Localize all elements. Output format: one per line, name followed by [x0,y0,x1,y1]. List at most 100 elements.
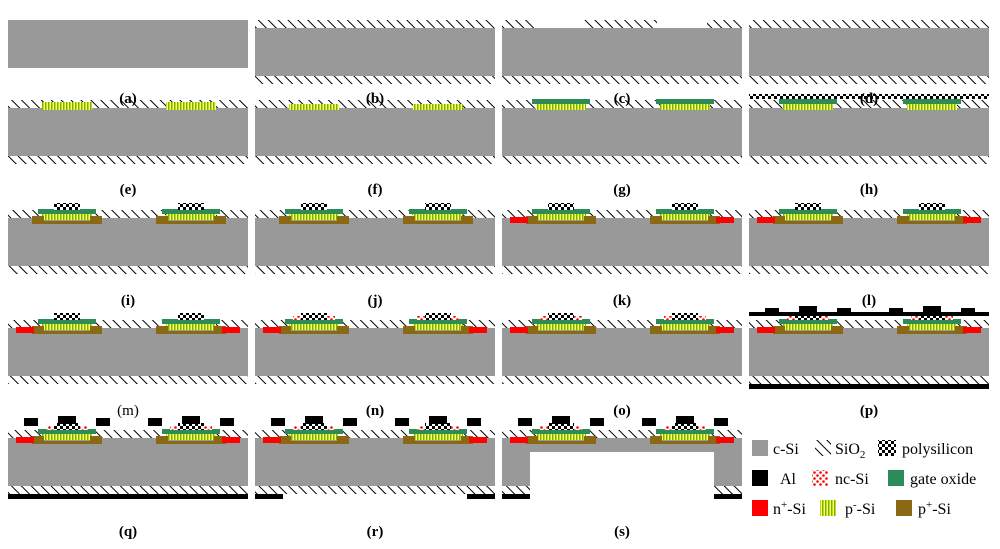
p-plus-region [584,216,596,221]
panel-label-d-open: ( [860,91,865,107]
legend-label-nplus-main: n [773,501,781,518]
p-plus-region [403,441,473,444]
n-plus-region [263,437,281,443]
nc-si-dots [204,426,212,430]
al-contact [714,418,728,426]
panel-label-e-letter: e [125,182,132,198]
panel-m [8,313,248,384]
gate-oxide-layer [656,319,714,324]
p-plus-region [279,326,291,331]
polysilicon-gate [548,203,574,210]
top-oxide-layer [255,320,495,328]
p-plus-region [337,216,349,221]
p-minus-region [907,214,957,220]
al-contact [642,418,656,426]
panel-label-h: (h) [860,182,878,198]
p-minus-region [536,214,586,220]
panel-label-q-open: ( [119,524,124,540]
nc-si-dots [293,316,301,320]
p-plus-region [32,326,44,331]
legend: c-Si SiO2 polysilicon Al nc-Si gate oxid… [752,440,976,518]
top-oxide-layer [749,210,989,218]
panel-label-c: (c) [614,91,631,107]
legend-label-pplus-sup: + [926,499,932,511]
panel-label-k: (k) [613,293,631,309]
panel-label-m-open: ( [117,403,122,419]
bottom-oxide-layer [8,156,248,164]
n-plus-region [963,217,981,223]
nc-si-dots [327,316,335,320]
p-plus-region [955,216,967,221]
polysilicon-gate [178,313,204,320]
p-plus-region [773,331,843,334]
panel-d [749,20,989,84]
gate-oxide-layer [532,319,590,324]
p-plus-region [897,216,909,221]
nc-si-dots [46,426,54,430]
c-si-substrate [255,218,495,266]
panel-label-j-letter: j [372,293,378,309]
p-plus-region [90,216,102,221]
n-plus-region [716,217,734,223]
panel-label-b-close: ) [379,91,384,107]
c-si-substrate [255,108,495,156]
p-plus-region [337,436,349,441]
gate-oxide-layer [409,209,467,214]
panel-label-q-close: ) [132,524,137,540]
legend-label-nplus-tail: -Si [787,501,806,518]
panel-o [502,313,742,384]
al-bottom-layer [749,384,989,389]
n-plus-region [222,327,240,333]
p-plus-region [214,436,226,441]
bottom-oxide-layer [8,486,248,494]
p-plus-region [279,221,349,224]
panel-label-r-open: ( [367,524,372,540]
top-oxide-layer [255,210,495,218]
bottom-oxide-layer [749,156,989,164]
polysilicon-gate [919,203,945,210]
panel-label-e: (e) [120,182,137,198]
top-oxide-layer [8,320,248,328]
p-plus-region [650,326,662,331]
panel-label-f-open: ( [368,182,373,198]
p-plus-region [584,436,596,441]
p-minus-region [660,104,710,110]
bottom-oxide-layer [749,266,989,274]
nc-si-dots [698,316,706,320]
polysilicon-gate [425,313,451,320]
p-plus-region [156,331,226,334]
p-minus-region [289,214,339,220]
panel-label-s-close: ) [625,524,630,540]
p-plus-region [32,216,44,221]
legend-label-gate-oxide: gate oxide [910,471,976,488]
c-si-substrate [255,28,495,76]
c-si-substrate [502,28,742,76]
n-plus-region [510,327,528,333]
panel-c [502,20,742,84]
p-minus-region [289,434,339,440]
p-plus-region [773,221,843,224]
al-contact [799,306,817,314]
panel-label-b: (b) [366,91,384,107]
p-plus-region [461,436,473,441]
top-oxide-layer [502,20,742,28]
panel-label-d-close: ) [873,91,878,107]
nc-si-dots [664,426,672,430]
p-minus-region [413,324,463,330]
top-oxide-layer [8,430,248,438]
legend-label-csi: c-Si [773,441,799,458]
panel-label-c-close: ) [625,91,630,107]
p-minus-region [413,214,463,220]
panel-label-g-open: ( [613,182,618,198]
p-minus-region [660,324,710,330]
bottom-oxide-layer [255,376,495,384]
p-plus-region [584,326,596,331]
nc-si-dots [698,426,706,430]
gate-oxide-layer [903,319,961,324]
p-plus-region [156,436,168,441]
top-oxide-layer [749,100,989,108]
p-minus-region [42,434,92,440]
p-plus-region [279,331,349,334]
panel-label-p-close: ) [873,403,878,419]
